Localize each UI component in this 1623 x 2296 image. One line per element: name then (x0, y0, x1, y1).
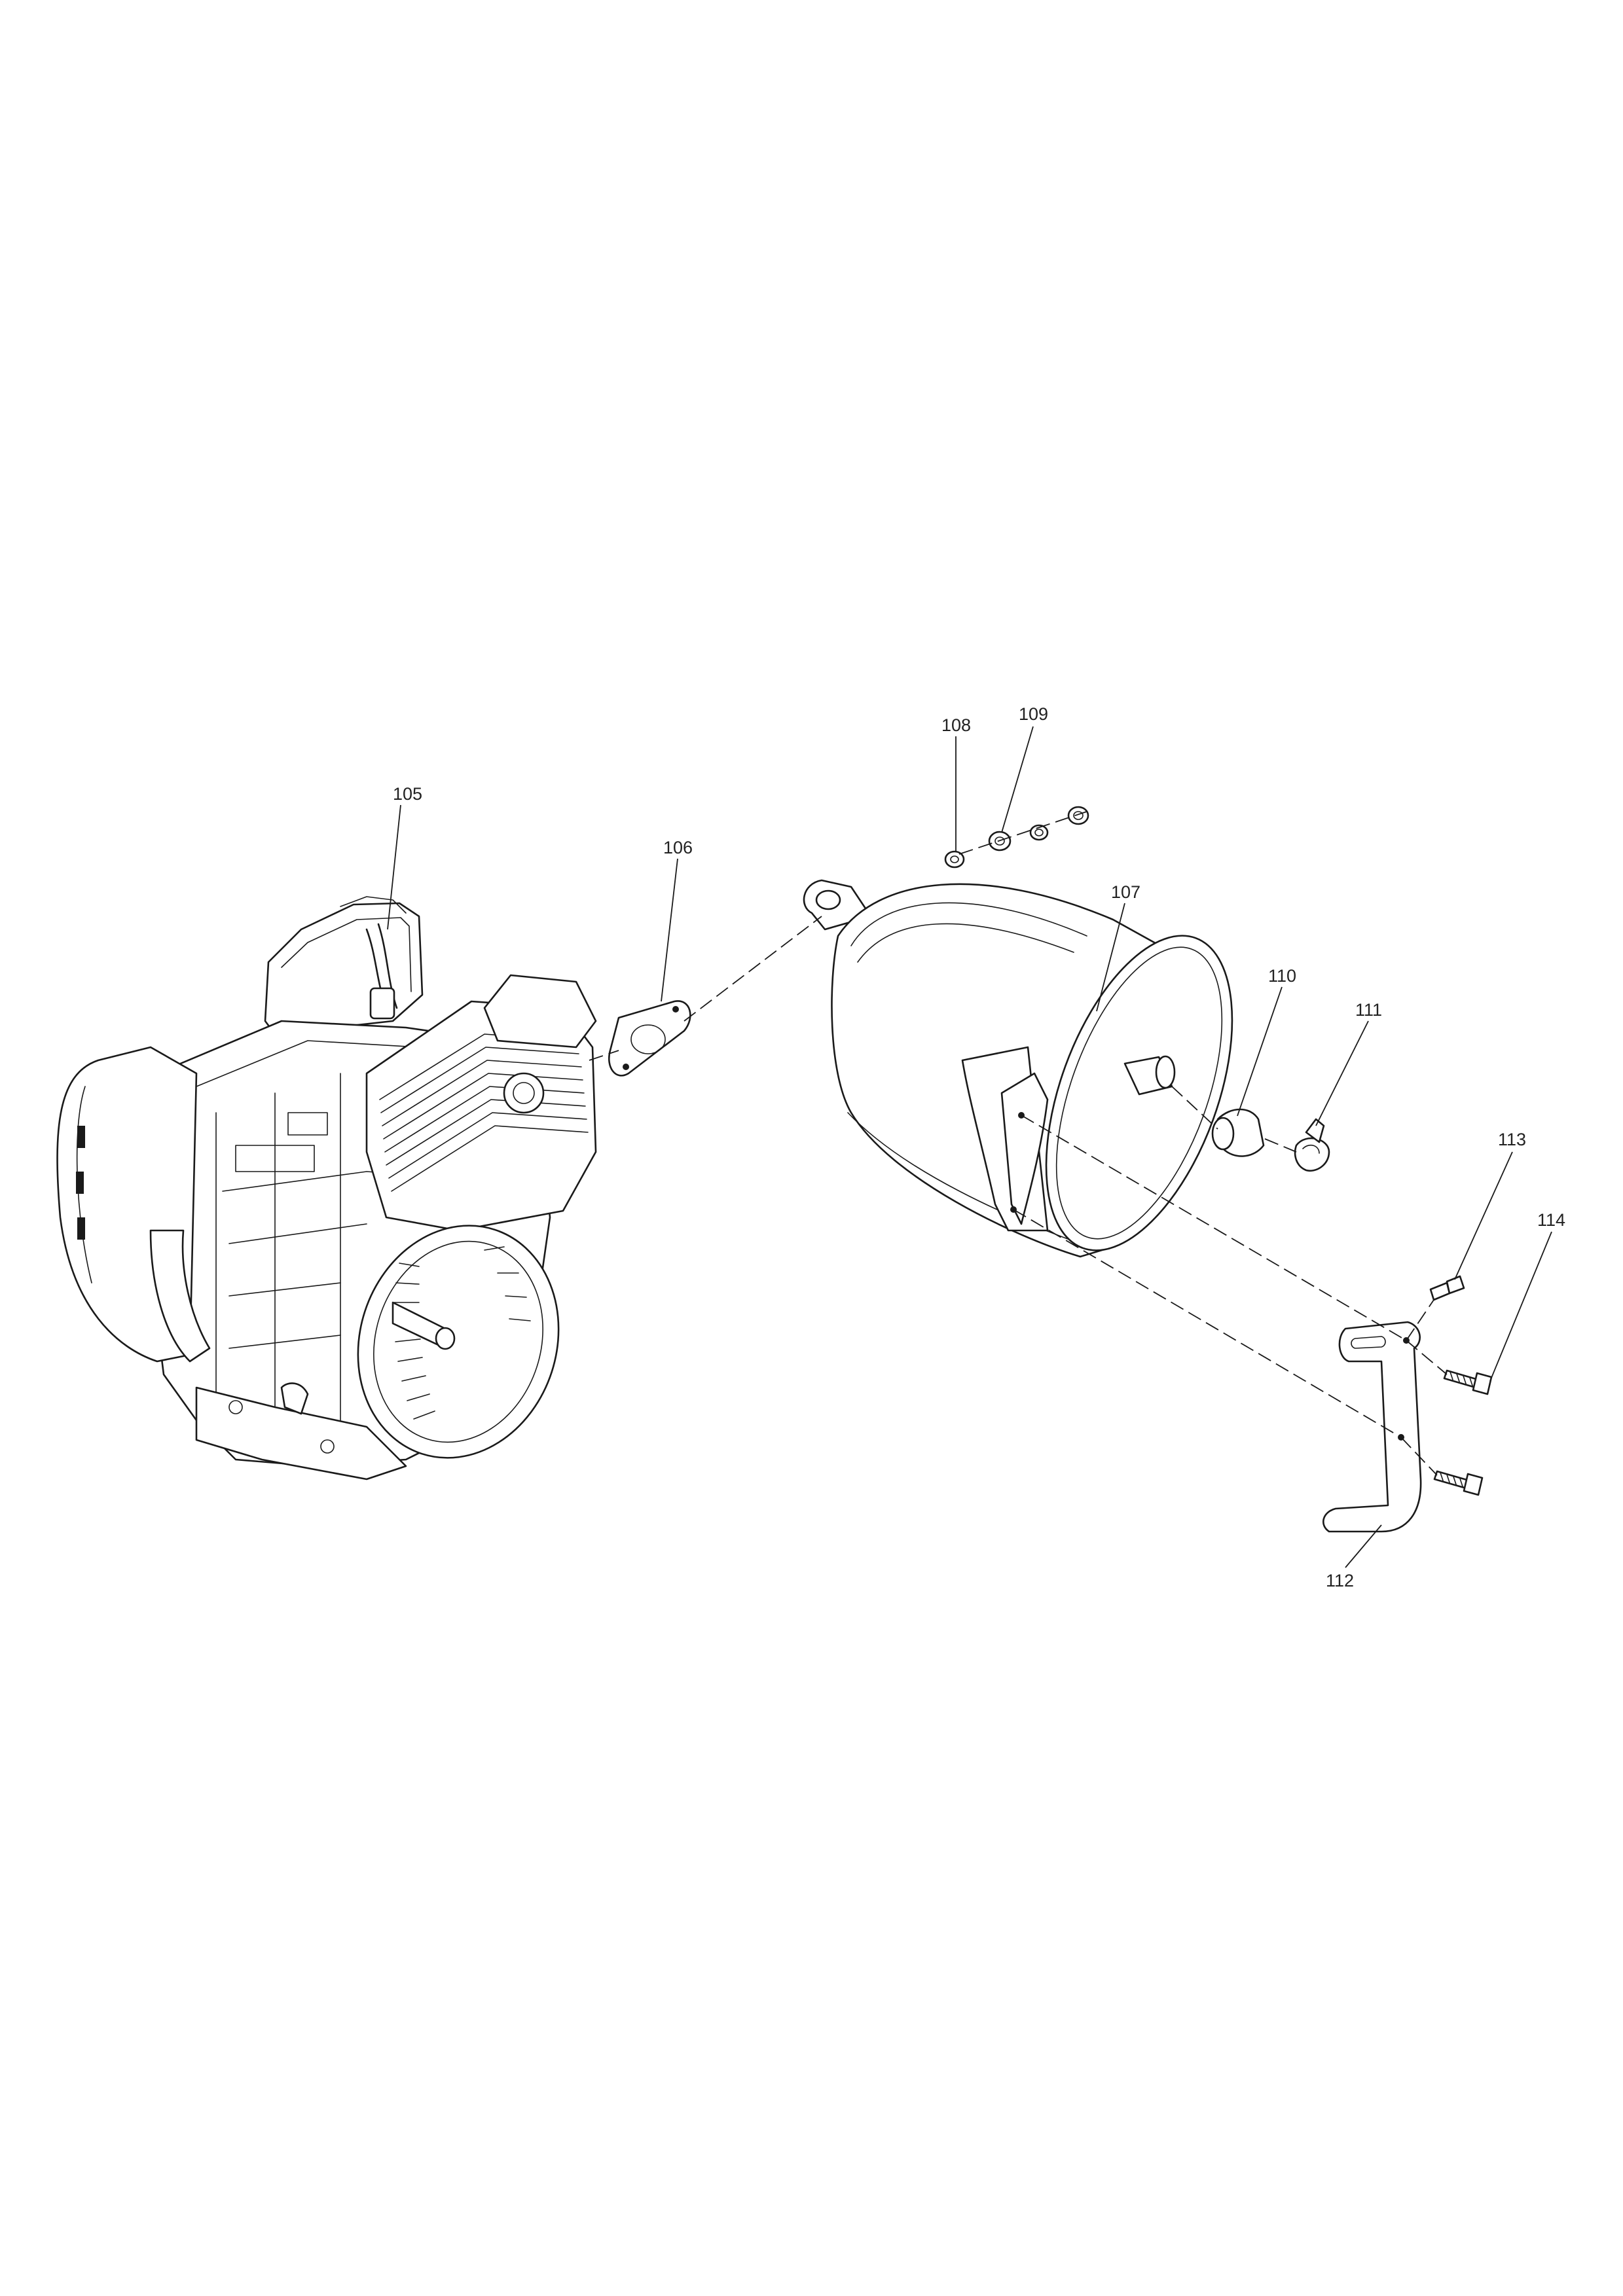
clamp-shape (1294, 1118, 1330, 1172)
bracket-shape (1322, 1321, 1422, 1533)
label-105: 105 (393, 784, 422, 804)
washers-nuts (944, 806, 1089, 869)
label-109: 109 (1019, 704, 1048, 724)
cylinder-fins (365, 974, 597, 1232)
tailpipe-cap-shape (1211, 1108, 1265, 1157)
leader-lines (387, 726, 1552, 1568)
engine-assembly (56, 896, 597, 1480)
label-111: 111 (1355, 1000, 1382, 1020)
part-labels: 105 106 107 108 109 110 111 112 113 114 (393, 704, 1565, 1590)
label-114: 114 (1537, 1210, 1565, 1230)
fan-housing-left (56, 1046, 211, 1363)
label-113: 113 (1498, 1130, 1526, 1149)
muffler-shape (803, 879, 1233, 1258)
exhaust-gasket-shape (608, 1000, 691, 1077)
generator-housing-ring (357, 1225, 560, 1459)
assembly-lines (589, 811, 1448, 1476)
label-106: 106 (663, 838, 693, 857)
label-110: 110 (1268, 966, 1296, 986)
label-112: 112 (1326, 1571, 1354, 1590)
label-108: 108 (941, 715, 971, 735)
label-107: 107 (1111, 882, 1140, 902)
bolts (1429, 1275, 1493, 1496)
